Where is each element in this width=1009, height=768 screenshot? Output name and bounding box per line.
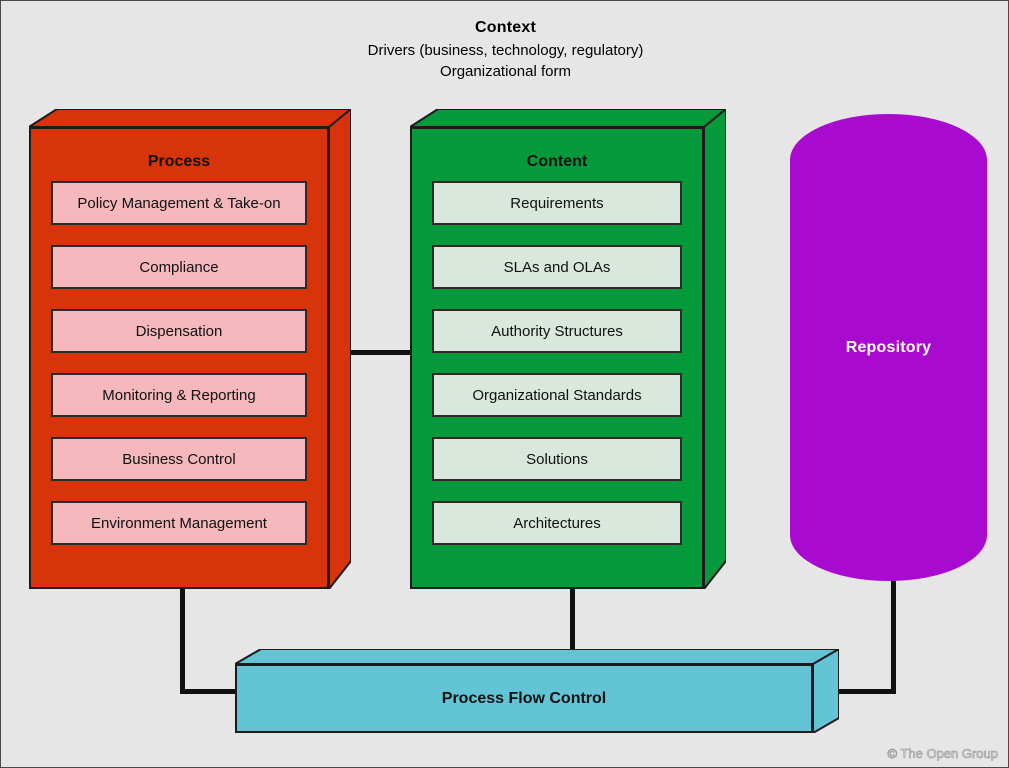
context-title: Context <box>475 19 536 36</box>
content-3d-bevel <box>410 109 726 589</box>
repository-label: Repository <box>845 338 932 356</box>
process-item-monitoring-reporting[interactable]: Monitoring & Reporting <box>51 373 307 417</box>
content-item-architectures[interactable]: Architectures <box>432 501 682 545</box>
connector-process-down <box>180 581 185 694</box>
content-item-requirements[interactable]: Requirements <box>432 181 682 225</box>
content-item-list: Requirements SLAs and OLAs Authority Str… <box>410 181 704 579</box>
content-item-organizational-standards[interactable]: Organizational Standards <box>432 373 682 417</box>
flow-control-front-face: Process Flow Control <box>235 664 813 733</box>
context-organizational-form-line: Organizational form <box>440 63 571 81</box>
context-drivers-line: Drivers (business, technology, regulator… <box>367 41 644 59</box>
process-item-environment-management[interactable]: Environment Management <box>51 501 307 545</box>
connector-content-down <box>570 581 575 661</box>
connector-repository-to-flowbar <box>827 689 896 694</box>
process-item-business-control[interactable]: Business Control <box>51 437 307 481</box>
process-item-list: Policy Management & Take-on Compliance D… <box>29 181 329 579</box>
content-title: Content <box>526 153 588 170</box>
content-item-solutions[interactable]: Solutions <box>432 437 682 481</box>
process-item-compliance[interactable]: Compliance <box>51 245 307 289</box>
connector-process-to-content <box>346 350 418 355</box>
process-item-dispensation[interactable]: Dispensation <box>51 309 307 353</box>
copyright-watermark: © The Open Group <box>887 746 998 762</box>
process-title: Process <box>147 153 211 170</box>
process-item-policy-management[interactable]: Policy Management & Take-on <box>51 181 307 225</box>
content-item-authority-structures[interactable]: Authority Structures <box>432 309 682 353</box>
content-block[interactable]: Content Requirements SLAs and OLAs Autho… <box>410 109 726 589</box>
process-block[interactable]: Process Policy Management & Take-on Comp… <box>29 109 351 589</box>
process-flow-control-block[interactable]: Process Flow Control <box>235 649 839 733</box>
connector-process-to-flowbar <box>180 689 250 694</box>
repository-cylinder[interactable]: Repository <box>790 114 987 581</box>
context-header: Context Drivers (business, technology, r… <box>1 17 1008 82</box>
content-item-slas-and-olas[interactable]: SLAs and OLAs <box>432 245 682 289</box>
process-3d-bevel <box>29 109 351 589</box>
flow-control-label: Process Flow Control <box>441 689 607 707</box>
connector-repository-down <box>891 571 896 694</box>
